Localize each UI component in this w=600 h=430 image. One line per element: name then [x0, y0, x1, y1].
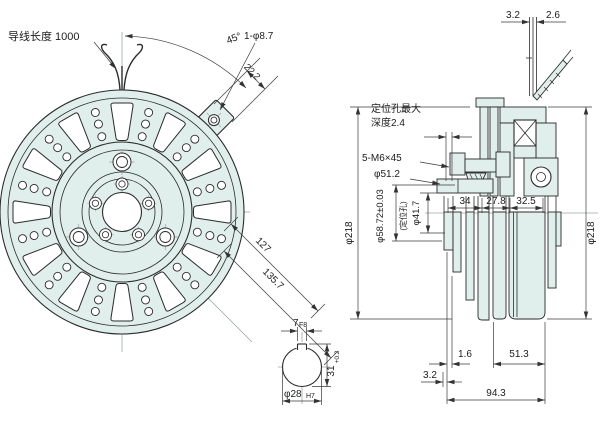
keyway — [296, 343, 308, 350]
front-view — [0, 32, 253, 352]
width-34-label: 34 — [459, 196, 471, 207]
gap-2-6-label: 2.6 — [546, 10, 560, 21]
key-width-label: 7 — [293, 318, 299, 329]
bolt-shank — [464, 158, 497, 173]
overall-94-3-label: 94.3 — [486, 388, 506, 399]
pilot-dia-label: φ51.2 — [374, 169, 400, 180]
tab-hole-callout: 1-φ8.7 — [244, 31, 274, 42]
hub-dia-label: φ41.7 — [411, 201, 422, 226]
pilot-note-2: 深度2.4 — [371, 116, 405, 129]
angle-label: 45° — [225, 31, 243, 47]
gap-3-2-label: 3.2 — [506, 10, 520, 21]
outer-dia-left-label: φ218 — [344, 221, 355, 245]
width-51-3-label: 51.3 — [509, 349, 529, 360]
bolt-callout: 5-M6×45 — [362, 153, 402, 164]
bolt-nut-block — [495, 151, 511, 178]
spigot-dia-label: φ58.72±0.03 — [375, 189, 386, 243]
rotor-rim-circle — [7, 97, 237, 327]
yoke-right — [535, 122, 557, 161]
step-3-2-label: 3.2 — [423, 370, 437, 381]
bore-fit-label: H7 — [306, 393, 315, 400]
side-view-dimensions: 3.2 2.6 φ218 φ218 定位孔最大 深度2.4 5-M6×45 φ5… — [344, 10, 597, 404]
spigot-paren-label: (定位孔) — [398, 201, 408, 231]
key-height-label: 31 — [326, 365, 337, 377]
pilot-flange — [436, 178, 494, 194]
armature-plate-2 — [489, 106, 499, 197]
pilot-note-1: 定位孔最大 — [371, 102, 421, 115]
bore-circle — [101, 191, 143, 233]
width-27-8-label: 27.8 — [486, 196, 506, 207]
shaft-detail-view: 7 F8 31 +0.2 φ28 H7 — [278, 318, 341, 405]
outer-dia-right-label: φ218 — [586, 221, 597, 245]
step-1-6-label: 1.6 — [458, 349, 472, 360]
key-fit-label: F8 — [299, 322, 307, 329]
width-32-5-label: 32.5 — [516, 196, 536, 207]
bore-dia-label: φ28 — [284, 389, 302, 400]
hub-outer-circle — [51, 141, 193, 283]
armature-plate — [479, 106, 489, 197]
key-height-tol-label: +0.2 — [334, 350, 341, 363]
bearing — [530, 166, 552, 188]
side-lead-wires — [526, 17, 574, 101]
armature-flange — [475, 97, 505, 108]
lead-wire-note: 导线长度 1000 — [8, 29, 80, 43]
yoke-bridge — [513, 145, 537, 159]
bore-detail-circle — [281, 346, 323, 388]
field-assembly-upper — [436, 97, 559, 197]
side-view — [425, 17, 598, 321]
rotor-section-lower — [443, 196, 562, 321]
